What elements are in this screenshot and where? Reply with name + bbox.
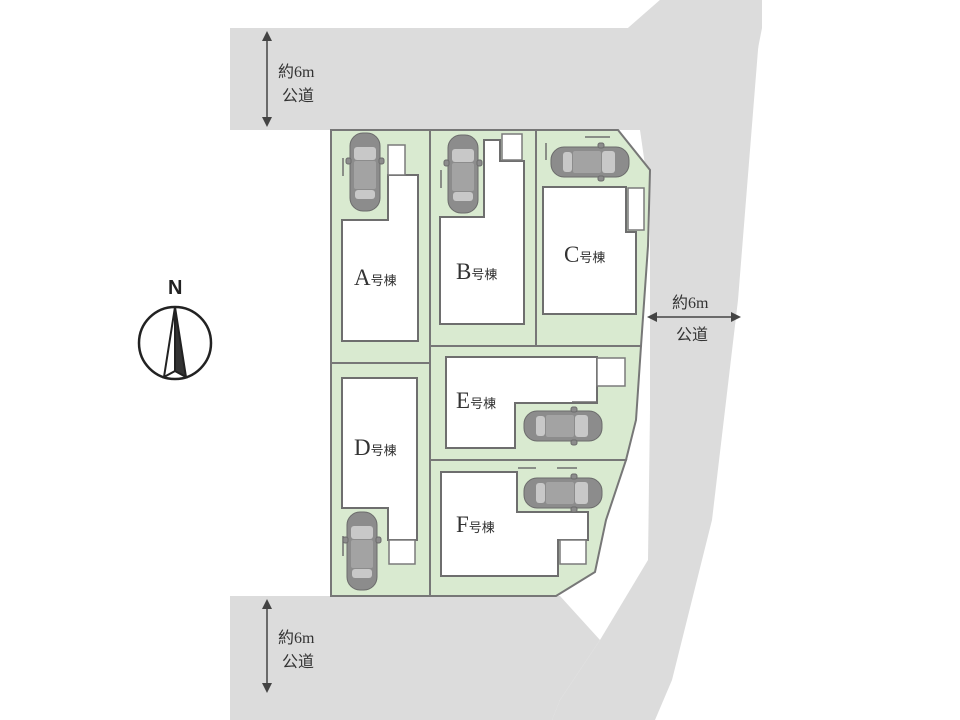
house-d <box>341 377 418 541</box>
lot-label-e: E号棟 <box>456 388 496 413</box>
car-d <box>342 511 382 591</box>
house-f <box>440 471 589 577</box>
south-road <box>230 596 600 720</box>
shed-a <box>387 144 406 176</box>
lot-label-a: A号棟 <box>354 265 397 290</box>
east-road-type: 公道 <box>676 326 708 344</box>
car-e <box>524 407 602 445</box>
shed-c <box>627 187 645 231</box>
shed-f <box>559 539 587 565</box>
east-road-dimension: 約6m 公道 <box>647 294 741 344</box>
car-b <box>443 134 483 214</box>
lot-label-f: F号棟 <box>456 512 495 537</box>
east-road <box>552 0 762 720</box>
house-b <box>439 139 525 325</box>
lot-label-d: D号棟 <box>354 435 397 460</box>
house-e <box>445 356 598 449</box>
car-c <box>551 143 629 181</box>
house-a <box>341 174 419 342</box>
shed-b <box>501 133 523 161</box>
car-a <box>345 132 385 212</box>
lot-label-c: C号棟 <box>564 242 605 267</box>
south-road-width: 約6m <box>278 629 315 647</box>
shed-e <box>596 357 626 387</box>
north-road-width: 約6m <box>278 63 315 81</box>
north-road-dimension: 約6m 公道 <box>262 31 315 127</box>
house-c <box>542 186 637 315</box>
lot-label-b: B号棟 <box>456 259 497 284</box>
car-f <box>524 474 602 512</box>
north-road-type: 公道 <box>282 87 314 105</box>
east-road-width: 約6m <box>672 294 709 312</box>
south-road-type: 公道 <box>282 653 314 671</box>
north-compass-icon: N <box>137 277 213 381</box>
shed-d <box>388 539 416 565</box>
compass-label: N <box>168 277 182 299</box>
south-road-dimension: 約6m 公道 <box>262 599 315 693</box>
